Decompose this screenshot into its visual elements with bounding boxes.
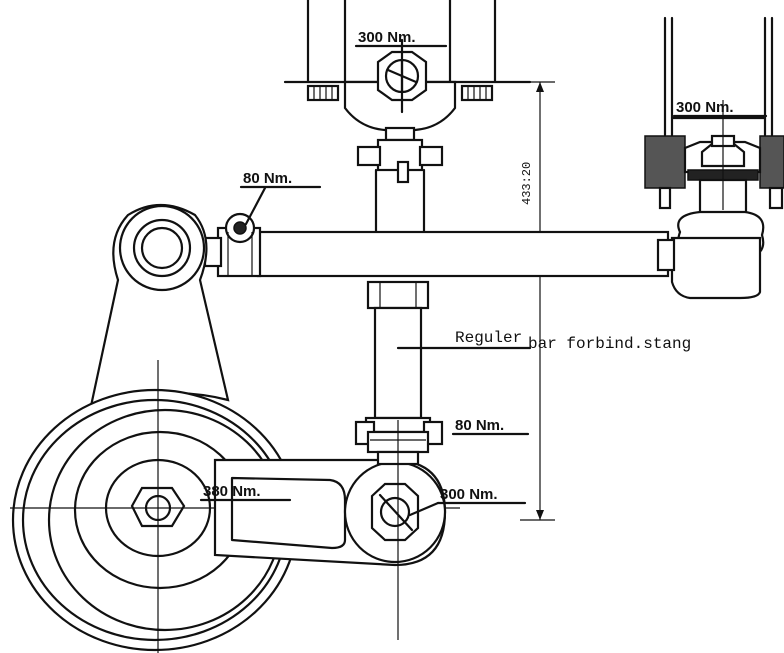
label-torque-top-right: 300 Nm.: [676, 99, 734, 116]
lower-link-arm: [213, 458, 447, 567]
right-ball-joint: [670, 210, 765, 300]
dimension-line: [520, 81, 555, 521]
upper-shaft-clamp: [356, 126, 444, 234]
tie-rod: [203, 212, 676, 278]
adjusting-rod: [354, 280, 444, 640]
label-adjust-rod-prefix: Reguler: [455, 329, 522, 347]
upper-castle-nut: [376, 38, 428, 114]
label-torque-lower-pivot: 300 Nm.: [440, 486, 498, 503]
pitman-arm: [86, 204, 230, 423]
label-torque-center-pivot: 380 Nm.: [203, 483, 261, 500]
label-torque-tie-rod: 80 Nm.: [243, 170, 292, 187]
label-adjust-rod-text: bar forbind.stang: [528, 335, 691, 353]
pulley-wheel: [10, 360, 460, 653]
label-torque-top-center: 300 Nm.: [358, 29, 416, 46]
right-upper-mount: [644, 16, 784, 220]
label-torque-clamp-lower: 80 Nm.: [455, 417, 504, 434]
dimension-label: 433:20: [520, 162, 534, 205]
